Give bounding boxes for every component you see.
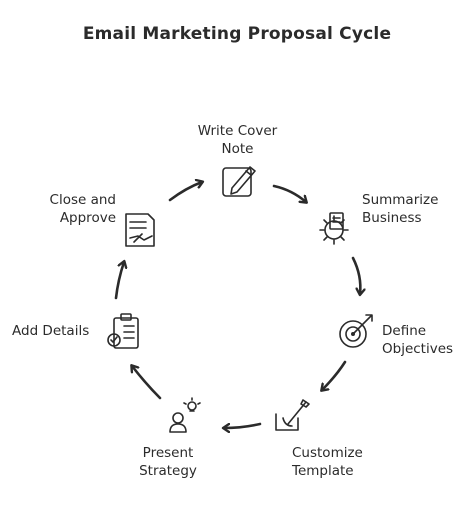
arrow-6-to-7 (114, 262, 124, 300)
target-arrow-icon (339, 314, 373, 348)
checklist-clipboard-icon (107, 313, 139, 349)
contract-handshake-icon (125, 213, 155, 247)
step-label-present-strategy: Present Strategy (139, 445, 197, 479)
arrow-5-to-6 (132, 366, 162, 400)
step-label-close-and-approve: Close and Approve (49, 192, 116, 226)
step-label-add-details: Add Details (12, 323, 90, 339)
diagram-title: Email Marketing Proposal Cycle (82, 24, 392, 44)
step-label-define-objectives: Define Objectives (382, 323, 454, 357)
arrow-7-to-1 (168, 182, 202, 202)
step-label-summarize-business: Summarize Business (362, 192, 439, 226)
brush-template-icon (275, 399, 310, 431)
arrow-2-to-3 (351, 256, 360, 294)
step-label-write-cover-note: Write Cover Note (197, 123, 278, 157)
presenter-lightbulb-icon (169, 397, 201, 433)
arrow-4-to-5 (224, 422, 262, 428)
pencil-note-icon (222, 166, 256, 197)
business-gear-icon (319, 212, 349, 245)
arrow-3-to-4 (322, 360, 347, 390)
step-label-customize-template: Customize Template (292, 445, 363, 479)
arrow-1-to-2 (272, 184, 306, 202)
